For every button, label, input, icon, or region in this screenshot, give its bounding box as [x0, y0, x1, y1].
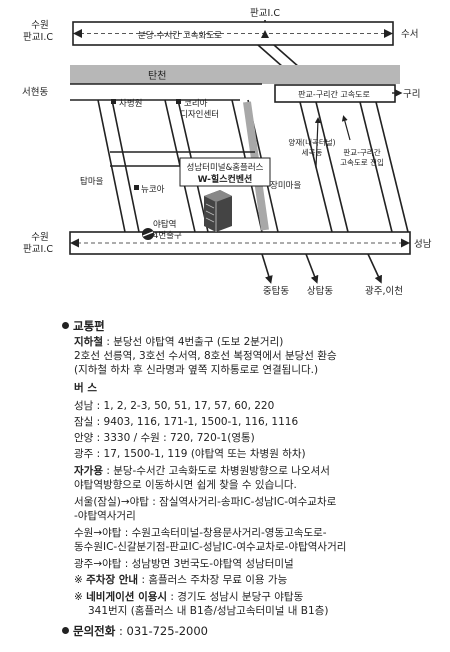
pangyo-guri-highway-label: 판교-구리간 고속도로 [298, 89, 370, 99]
label-pangyo-ic-left-bottom: 판교I.C [23, 244, 53, 255]
bullet-icon [62, 627, 69, 634]
arrow-up-icon [261, 30, 269, 38]
venue-label: 성남터미널&홈플러스 W-힐스컨벤션 [179, 157, 271, 187]
nav-row-2: 341번지 (홈플러스 내 B1층/성남고속터미널 내 B1층) [88, 605, 329, 617]
tancheon-label: 탄천 [148, 70, 166, 82]
note-mark: ※ [74, 591, 87, 603]
route-gwangju: 광주→야탑 : 성남방면 3번국도-야탑역 성남터미널 [74, 558, 294, 570]
label-seohyeon: 서현동 [22, 87, 48, 98]
marker-newcore [134, 185, 139, 190]
car-row-2: 야탑역방향으로 이동하시면 쉽게 찾을 수 있습니다. [74, 479, 297, 491]
location-map: 분당-수서간 고속화도로 탄천 판교-구리간 고속도로 [22, 8, 432, 297]
road-east [299, 101, 409, 233]
label-entry-2: 고속도로 진입 [340, 157, 384, 167]
bus-anyang: 안양 : 3330 / 수원 : 720, 720-1(영통) [74, 432, 255, 444]
label-exit-4: 4번출구 [153, 230, 182, 241]
nav-text-1: : 경기도 성남시 분당구 야탑동 [167, 591, 304, 603]
subway-row-1: 지하철 : 분당선 야탑역 4번출구 (도보 2분거리) [74, 335, 283, 349]
subway-row-2: 2호선 선릉역, 3호선 수서역, 8호선 복정역에서 분당선 환승 [74, 350, 337, 362]
label-jangmi: 장미마을 [270, 180, 301, 191]
label-pangyo-ic: 판교I.C [250, 8, 280, 19]
label-gwangju-icheon: 광주,이천 [365, 285, 403, 297]
route-suwon-2: 동수원IC-신갈분기점-판교IC-성남IC-여수교차로-야탑역사거리 [74, 541, 347, 553]
bullet-icon [62, 322, 69, 329]
bus-label: 버 스 [74, 382, 97, 394]
building-icon [204, 190, 232, 232]
arrow-left-icon [73, 29, 82, 38]
label-seongnam: 성남 [414, 239, 432, 250]
transport-heading-row: 교통편 [62, 319, 105, 333]
car-text-1: : 분당-수서간 고속화도로 차병원방향으로 나오셔서 [102, 465, 330, 477]
bus-jamsil: 잠실 : 9403, 116, 171-1, 1500-1, 116, 1116 [74, 416, 299, 428]
note-mark: ※ [74, 574, 87, 586]
marker-chabyeongwon [111, 99, 116, 104]
road-bottom [69, 231, 411, 284]
nav-row-1: ※ 네비게이션 이용시 : 경기도 성남시 분당구 야탑동 [74, 590, 303, 604]
label-jungtap: 중탑동 [263, 285, 289, 297]
highway-top-label: 분당-수서간 고속화도로 [138, 30, 222, 41]
subway-row-3: (지하철 하차 후 신라명과 옆쪽 지하통로로 연결됩니다.) [74, 364, 319, 376]
phone-row: 문의전화 : 031-725-2000 [62, 624, 208, 638]
label-yangjae-2: 세곡동 [302, 148, 323, 157]
marker-korea-design [176, 99, 181, 104]
parking-text: : 홈플러스 주차장 무료 이용 가능 [138, 574, 288, 586]
tancheon-river: 탄천 [70, 65, 400, 84]
subway-label: 지하철 [74, 336, 103, 348]
label-suwon-bottom: 수원 [31, 232, 48, 243]
label-suseo: 수서 [401, 29, 418, 40]
label-korea-1: 코리아 [184, 98, 208, 109]
nav-label: 네비게이션 이용시 [86, 591, 168, 603]
label-suwon-top: 수원 [31, 20, 48, 31]
venue-line1: 성남터미널&홈플러스 [186, 162, 263, 173]
label-pangyo-ic-left-top: 판교I.C [23, 32, 53, 43]
highway-bundang-suseo: 분당-수서간 고속화도로 [72, 21, 394, 46]
parking-label: 주차장 안내 [86, 574, 139, 586]
subway-text-1: : 분당선 야탑역 4번출구 (도보 2분거리) [102, 336, 284, 348]
parking-row: ※ 주차장 안내 : 홈플러스 주차장 무료 이용 가능 [74, 573, 287, 587]
label-sangtap: 상탑동 [307, 285, 333, 297]
arrow-right-icon [401, 238, 410, 248]
car-label: 자가용 [74, 465, 103, 477]
label-korea-2: 디자인센터 [180, 109, 219, 120]
highway-pangyo-guri: 판교-구리간 고속도로 [274, 84, 403, 103]
subway-icon [142, 228, 154, 240]
bus-gwangju: 광주 : 17, 1500-1, 119 (야탑역 또는 차병원 하차) [74, 448, 306, 460]
bus-seongnam: 성남 : 1, 2, 2-3, 50, 51, 17, 57, 60, 220 [74, 400, 275, 412]
label-chabyeongwon: 차병원 [119, 99, 142, 109]
road-seohyeon [70, 83, 262, 101]
label-yatap-station: 야탑역 [153, 219, 176, 230]
label-yangjae-1: 양재(내곡터널) [288, 138, 335, 147]
arrow-left-icon [70, 238, 79, 248]
transport-heading: 교통편 [73, 319, 105, 333]
phone-heading: 문의전화 [73, 624, 116, 638]
venue-line2: W-힐스컨벤션 [198, 173, 253, 185]
route-seoul-1: 서울(잠실)→야탑 : 잠실역사거리-송파IC-성남IC-여수교차로 [74, 496, 337, 508]
phone-number: : 031-725-2000 [115, 624, 208, 638]
label-guri: 구리 [403, 89, 420, 100]
arrow-right-icon [384, 29, 393, 38]
route-seoul-2: -야탑역사거리 [74, 510, 136, 522]
directions-info: 교통편 지하철 : 분당선 야탑역 4번출구 (도보 2분거리) 2호선 선릉역… [0, 312, 450, 652]
label-entry-1: 판교-구리간 [343, 147, 380, 157]
label-newcore: 뉴코아 [141, 184, 165, 195]
route-suwon-1: 수원→야탑 : 수원고속터미널-창용문사거리-영동고속도로- [74, 527, 327, 539]
car-row-1: 자가용 : 분당-수서간 고속화도로 차병원방향으로 나오셔서 [74, 464, 330, 478]
label-tap-maeul: 탑마을 [80, 176, 104, 187]
